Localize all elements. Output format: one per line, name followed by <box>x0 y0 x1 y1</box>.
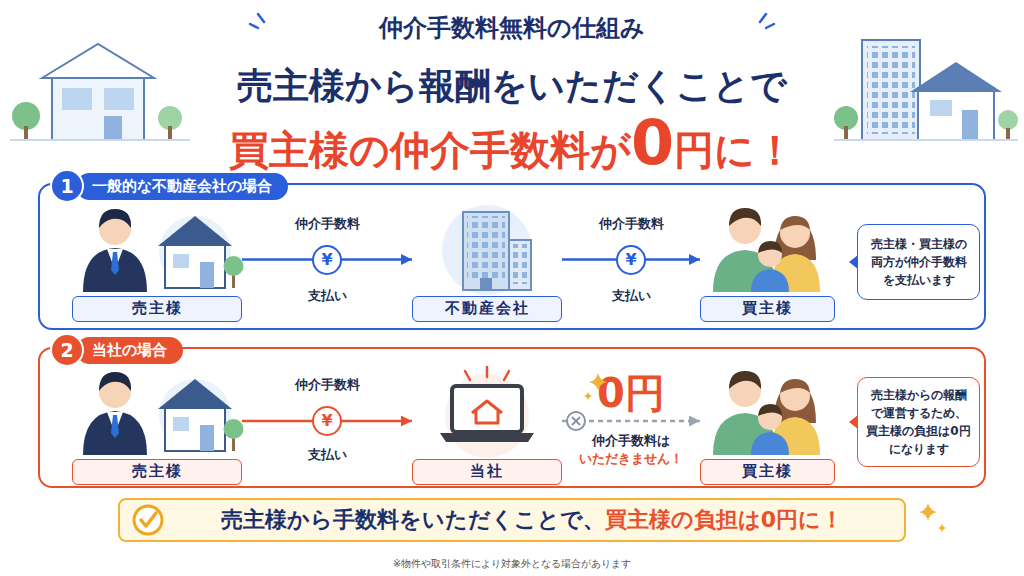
laptop-illustration <box>440 367 534 458</box>
yen-symbol: ¥ <box>616 245 646 275</box>
actor-label: 買主様 <box>700 296 835 322</box>
panel-heading: 当社の場合 <box>76 337 183 364</box>
actor-label: 当社 <box>412 459 562 485</box>
payment-label: 支払い <box>308 287 347 305</box>
payment-label: 支払い <box>612 287 651 305</box>
title: 仲介手数料無料の仕組み <box>379 12 645 44</box>
no-fee-note: いただきません！ <box>579 450 683 468</box>
step-number: 2 <box>50 333 84 367</box>
callout-box: 売主様からの報酬で運営するため、買主様の負担は0円になります <box>857 377 980 467</box>
yen-symbol: ¥ <box>312 245 342 275</box>
headline-accent: 円 <box>674 130 714 170</box>
buyer-family-illustration <box>713 371 820 455</box>
banner-text: 売主様から手数料をいただくことで、 <box>221 505 605 535</box>
party-box: 不動産会社 <box>412 197 562 322</box>
headline-row: 買主様の仲介手数料が0円に！ <box>0 112 1024 174</box>
edge-label: 0円 <box>597 373 665 413</box>
flow-arrow <box>562 420 700 423</box>
actor-label: 不動産会社 <box>412 296 562 322</box>
office-building-illustration <box>442 205 532 295</box>
no-fee-cross-symbol <box>567 412 585 430</box>
step-number: 1 <box>50 169 84 203</box>
panel-header: 1一般的な不動産会社の場合 <box>50 169 288 203</box>
headline-accent: 買主様の仲介手数料が <box>229 130 631 170</box>
case-panel: 1一般的な不動産会社の場合売主様不動産会社買主様売主様・買主様の両方が仲介手数料… <box>38 183 986 330</box>
banner-text: 買主様の負担は0円に！ <box>605 505 843 535</box>
houses-left <box>10 44 190 140</box>
edge-label: 仲介手数料 <box>599 215 664 233</box>
headline-accent: に！ <box>714 130 795 170</box>
seller-illustration <box>83 372 244 455</box>
yen-symbol: ¥ <box>312 406 342 436</box>
headline: 売主様から報酬をいただくことで <box>237 62 787 111</box>
party-box: 当社 <box>412 357 562 485</box>
party-box: 買主様 <box>700 357 835 485</box>
sparkle <box>584 392 593 401</box>
actor-label: 売主様 <box>72 296 242 322</box>
sparkle <box>938 524 947 533</box>
callout-box: 売主様・買主様の両方が仲介手数料を支払います <box>857 224 980 300</box>
payment-label: 支払い <box>308 446 347 464</box>
actor-label: 買主様 <box>700 459 835 485</box>
party-box: 売主様 <box>72 197 242 322</box>
edge-label: 仲介手数料 <box>295 215 360 233</box>
actor-label: 売主様 <box>72 459 242 485</box>
no-fee-note: 仲介手数料は <box>592 432 670 450</box>
callout-text: 売主様・買主様の両方が仲介手数料を支払います <box>866 235 971 289</box>
headline-zero: 0 <box>631 112 674 174</box>
panel-heading: 一般的な不動産会社の場合 <box>76 173 288 200</box>
seller-illustration <box>83 209 244 292</box>
callout-text: 売主様からの報酬で運営するため、買主様の負担は0円になります <box>866 386 971 458</box>
party-box: 買主様 <box>700 197 835 322</box>
case-panel: 2当社の場合売主様当社買主様売主様からの報酬で運営するため、買主様の負担は0円に… <box>38 347 986 488</box>
sparkle <box>919 503 937 521</box>
buyer-family-illustration <box>713 208 820 292</box>
panel-header: 2当社の場合 <box>50 333 183 367</box>
houses-right <box>834 40 1018 140</box>
party-box: 売主様 <box>72 357 242 485</box>
edge-label: 仲介手数料 <box>295 376 360 394</box>
summary-banner: 売主様から手数料をいただくことで、買主様の負担は0円に！ <box>118 498 906 542</box>
footnote: ※物件や取引条件により対象外となる場合があります <box>393 557 631 571</box>
